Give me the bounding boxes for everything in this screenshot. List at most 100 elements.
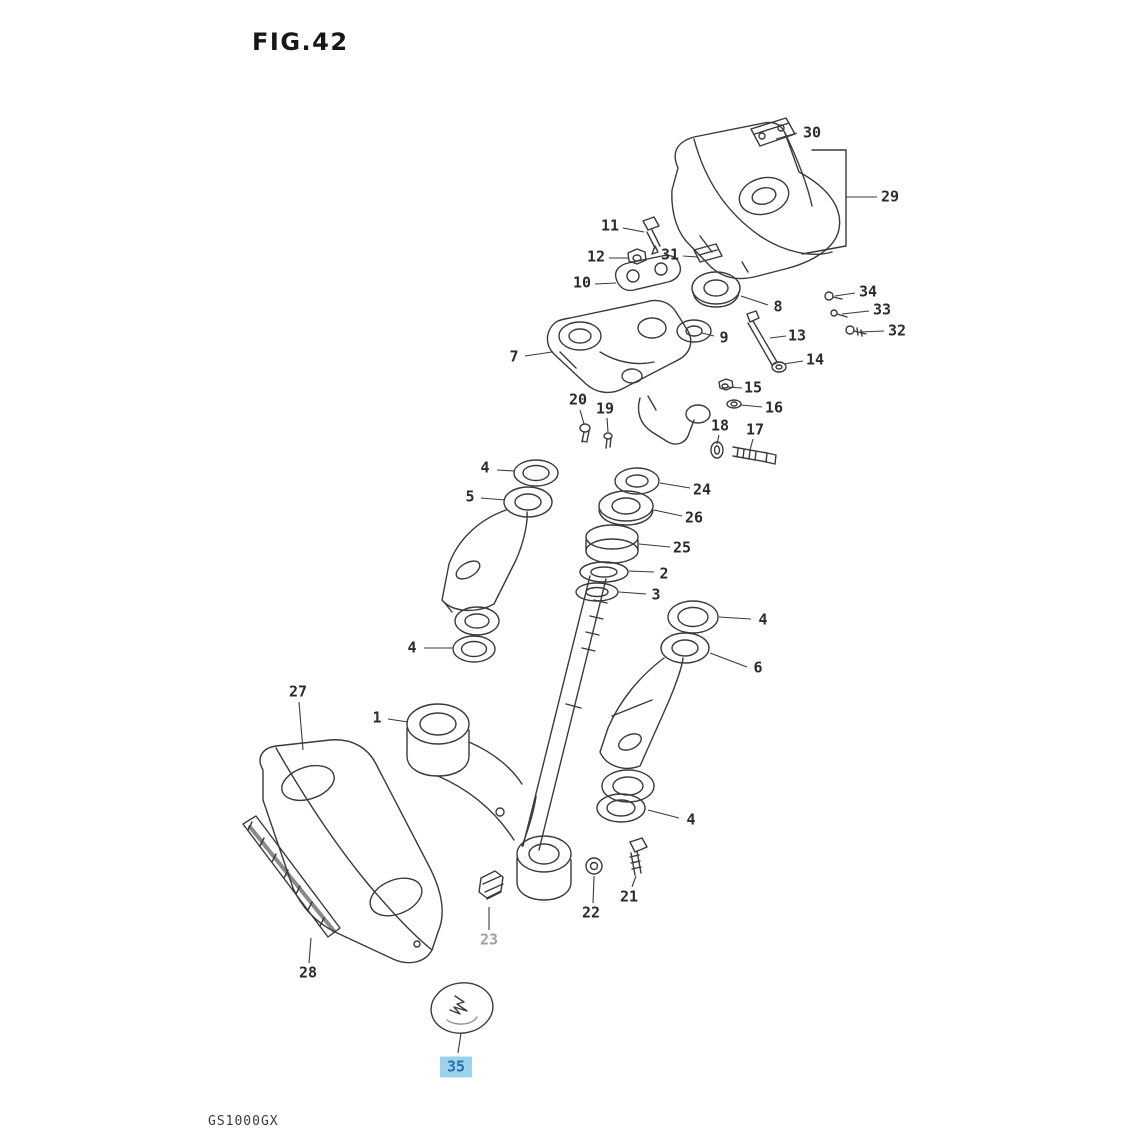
part-callout-10[interactable]: 10 bbox=[572, 273, 592, 292]
part-14-washer bbox=[771, 361, 787, 373]
part-35-emblem bbox=[430, 982, 494, 1034]
leader-line-15 bbox=[727, 386, 743, 389]
leader-line-33 bbox=[841, 310, 870, 315]
part-callout-28[interactable]: 28 bbox=[298, 963, 318, 982]
part-4-cushion-left bbox=[452, 635, 496, 663]
part-callout-22[interactable]: 22 bbox=[581, 903, 601, 922]
leader-line-24 bbox=[659, 482, 691, 489]
part-28-trim-strip bbox=[242, 815, 341, 938]
figure-title: FIG.42 bbox=[252, 28, 349, 56]
part-29-headlamp-cover bbox=[671, 121, 847, 280]
part-callout-20[interactable]: 20 bbox=[568, 390, 588, 409]
part-callout-31[interactable]: 31 bbox=[660, 245, 680, 264]
part-9-ring bbox=[676, 319, 712, 343]
part-10-clamp bbox=[614, 254, 682, 292]
leader-line-28 bbox=[308, 937, 312, 964]
leader-line-31 bbox=[682, 255, 698, 258]
part-callout-33[interactable]: 33 bbox=[872, 300, 892, 319]
part-callout-32[interactable]: 32 bbox=[887, 321, 907, 340]
leader-line-20 bbox=[579, 409, 585, 425]
part-31-plate bbox=[693, 243, 723, 263]
leader-line-17 bbox=[749, 438, 754, 451]
leader-line-35 bbox=[457, 1032, 462, 1054]
leader-line-34 bbox=[834, 292, 856, 297]
leader-line-1 bbox=[387, 718, 409, 723]
leader-line-32 bbox=[859, 330, 885, 333]
part-22-washer bbox=[585, 857, 603, 875]
part-callout-24[interactable]: 24 bbox=[692, 480, 712, 499]
leader-line-22 bbox=[592, 875, 595, 904]
part-callout-29[interactable]: 29 bbox=[880, 187, 900, 206]
part-7-upper-bracket bbox=[546, 299, 711, 445]
part-callout-27[interactable]: 27 bbox=[288, 682, 308, 701]
part-callout-34[interactable]: 34 bbox=[858, 282, 878, 301]
leader-line-2 bbox=[628, 570, 655, 573]
leader-line-8 bbox=[740, 295, 769, 306]
part-8-cup bbox=[691, 271, 741, 308]
leader-line-16 bbox=[740, 404, 763, 408]
leader-line-14 bbox=[783, 360, 804, 365]
leader-line-27 bbox=[298, 701, 304, 751]
leader-line-11 bbox=[622, 227, 645, 233]
part-callout-23[interactable]: 23 bbox=[479, 930, 499, 949]
part-32-screw bbox=[845, 325, 867, 337]
part-callout-26[interactable]: 26 bbox=[684, 508, 704, 527]
model-code: GS1000GX bbox=[208, 1114, 279, 1129]
part-callout-6[interactable]: 6 bbox=[753, 658, 763, 677]
part-34-screw bbox=[824, 291, 843, 301]
part-callout-16[interactable]: 16 bbox=[764, 398, 784, 417]
part-callout-2[interactable]: 2 bbox=[659, 564, 669, 583]
part-4-cushion-bottom bbox=[596, 793, 646, 823]
leader-line-13 bbox=[769, 335, 787, 339]
part-5-left-bracket bbox=[441, 486, 553, 636]
part-callout-25[interactable]: 25 bbox=[672, 538, 692, 557]
leader-line-19 bbox=[606, 417, 609, 433]
part-19-bolt bbox=[603, 432, 613, 449]
leader-line-4 bbox=[718, 616, 752, 620]
part-callout-21[interactable]: 21 bbox=[619, 887, 639, 906]
part-20-bolt bbox=[579, 423, 591, 443]
part-16-washer bbox=[726, 399, 742, 409]
part-callout-19[interactable]: 19 bbox=[595, 399, 615, 418]
leader-line-7 bbox=[524, 351, 553, 357]
part-24-bearing bbox=[614, 467, 660, 495]
part-callout-9[interactable]: 9 bbox=[719, 328, 729, 347]
part-callout-1[interactable]: 1 bbox=[372, 708, 382, 727]
part-callout-11[interactable]: 11 bbox=[600, 216, 620, 235]
part-callout-14[interactable]: 14 bbox=[805, 350, 825, 369]
leader-line-10 bbox=[594, 282, 617, 285]
leader-line-25 bbox=[638, 543, 671, 548]
part-callout-17[interactable]: 17 bbox=[745, 420, 765, 439]
part-callout-13[interactable]: 13 bbox=[787, 326, 807, 345]
part-1-steering-stem bbox=[406, 575, 608, 901]
part-11-bolt bbox=[642, 216, 661, 255]
part-4-cushion-top bbox=[513, 459, 559, 487]
part-callout-18[interactable]: 18 bbox=[710, 416, 730, 435]
part-23-clamp bbox=[478, 870, 504, 900]
leader-line-18 bbox=[716, 434, 720, 445]
part-callout-4[interactable]: 4 bbox=[480, 458, 490, 477]
part-4-cushion-right bbox=[667, 600, 719, 634]
part-callout-15[interactable]: 15 bbox=[743, 378, 763, 397]
part-callout-35[interactable]: 35 bbox=[439, 1056, 473, 1078]
part-21-bolt bbox=[629, 837, 648, 876]
leader-line-5 bbox=[480, 497, 506, 501]
part-callout-8[interactable]: 8 bbox=[773, 297, 783, 316]
part-callout-4[interactable]: 4 bbox=[686, 810, 696, 829]
leader-line-6 bbox=[709, 652, 748, 668]
part-callout-30[interactable]: 30 bbox=[802, 123, 822, 142]
part-callout-4[interactable]: 4 bbox=[407, 638, 417, 657]
leader-line-9 bbox=[701, 332, 715, 337]
leader-line-4 bbox=[496, 469, 516, 472]
leader-line-4 bbox=[647, 809, 680, 819]
part-callout-3[interactable]: 3 bbox=[651, 585, 661, 604]
part-callout-4[interactable]: 4 bbox=[758, 610, 768, 629]
part-callout-7[interactable]: 7 bbox=[509, 347, 519, 366]
part-callout-12[interactable]: 12 bbox=[586, 247, 606, 266]
part-callout-5[interactable]: 5 bbox=[465, 487, 475, 506]
part-27-cover bbox=[259, 739, 443, 964]
leader-line-3 bbox=[618, 591, 647, 595]
